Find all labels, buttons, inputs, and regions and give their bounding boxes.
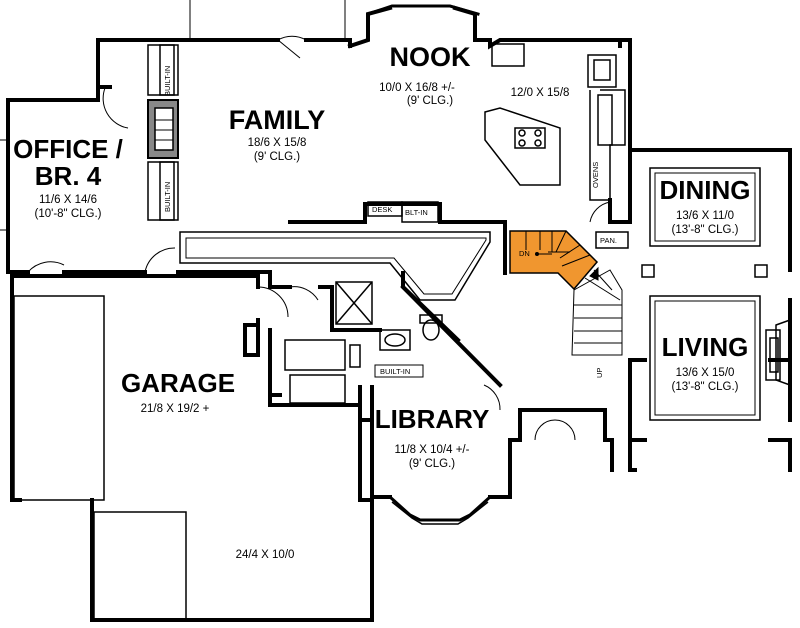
library-bay: [388, 495, 492, 525]
nook-ceiling: (9' CLG.): [407, 95, 453, 107]
hallway-band: [179, 231, 491, 301]
desk-label: DESK: [372, 205, 392, 214]
family-ceiling: (9' CLG.): [254, 151, 300, 163]
library-size: 11/8 X 10/4 +/-: [395, 444, 470, 456]
dining-size: 13/6 X 11/0: [676, 210, 734, 222]
office-ceiling: (10'-8" CLG.): [35, 208, 102, 220]
built-in-upper-label: BUILT-IN: [163, 66, 172, 96]
windows: [0, 0, 790, 231]
garage-size: 21/8 X 19/2 +: [141, 403, 210, 415]
pantry-label: PAN.: [600, 236, 617, 245]
living-ceiling: (13'-8" CLG.): [672, 381, 739, 393]
stair-up: [571, 266, 623, 356]
door-swings: [27, 35, 611, 441]
walls: [6, 4, 792, 622]
built-in-hall-label: BUILT-IN: [380, 367, 410, 376]
dining-ceiling: (13'-8" CLG.): [672, 224, 739, 236]
garage-lower-size: 24/4 X 10/0: [236, 549, 295, 561]
living-name: LIVING: [662, 332, 749, 362]
living-fireplace: [765, 318, 791, 387]
family-size: 18/6 X 15/8: [248, 137, 307, 149]
family-fireplace: [147, 99, 179, 159]
library-name: LIBRARY: [375, 404, 490, 434]
dining-name: DINING: [660, 175, 751, 205]
office-name-line1: OFFICE /: [13, 134, 123, 164]
tray-ceilings: [641, 167, 768, 421]
blt-in-label: BLT-IN: [405, 208, 428, 217]
built-in-cabinets: [147, 44, 179, 221]
stair-treads: [525, 230, 591, 267]
stair-down-label: DN: [519, 249, 530, 258]
nook-name: NOOK: [390, 42, 472, 72]
ovens-label: OVENS: [591, 162, 600, 188]
family-name: FAMILY: [229, 105, 326, 135]
office-size: 11/6 X 14/6: [39, 194, 97, 206]
bath-fixtures: [284, 281, 443, 404]
kitchen-counters: [491, 43, 626, 201]
stair-down-highlight[interactable]: [509, 230, 599, 291]
stair-up-label: UP: [595, 368, 604, 378]
office-name-line2: BR. 4: [35, 161, 102, 191]
kitchen-size: 12/0 X 15/8: [511, 87, 570, 99]
living-size: 13/6 X 15/0: [676, 367, 735, 379]
garage-doors: [13, 295, 187, 621]
desk-built-in: [367, 201, 439, 223]
garage-name: GARAGE: [121, 368, 235, 398]
library-ceiling: (9' CLG.): [409, 458, 455, 470]
nook-size: 10/0 X 16/8 +/-: [379, 82, 455, 94]
kitchen-island: [484, 107, 561, 186]
built-in-lower-label: BUILT-IN: [163, 182, 172, 212]
